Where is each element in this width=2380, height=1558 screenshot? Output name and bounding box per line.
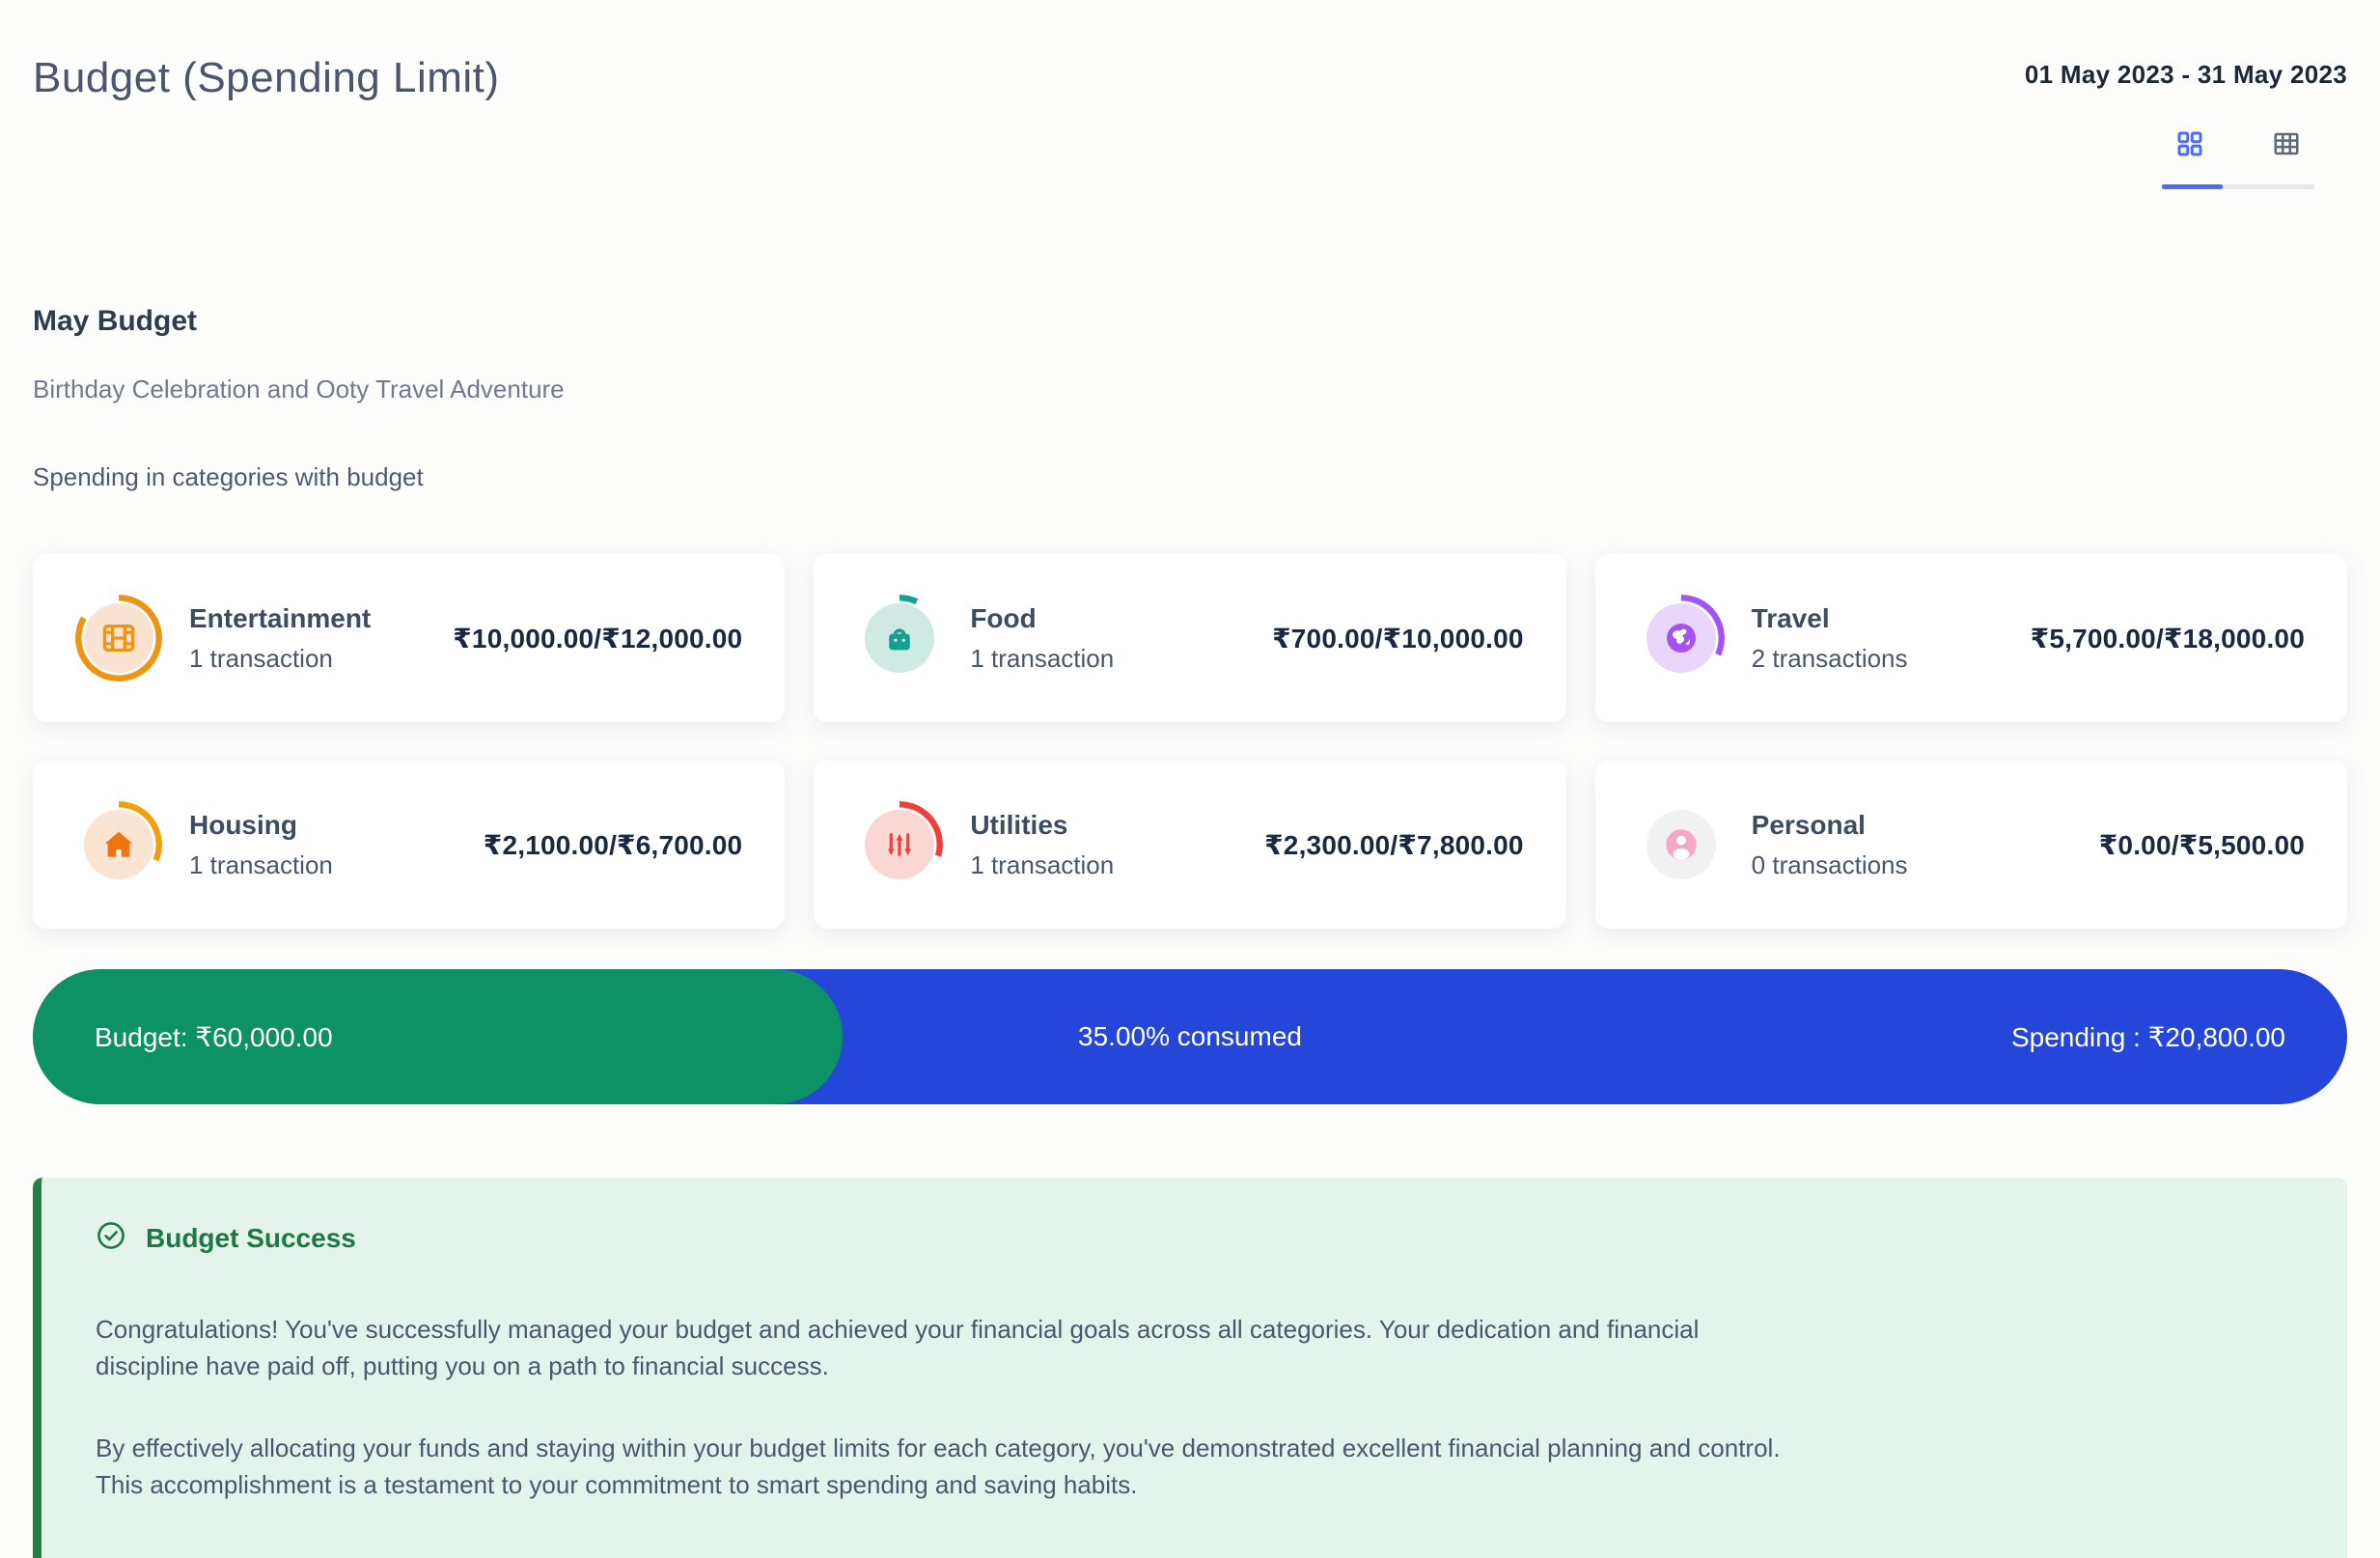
page-header: Budget (Spending Limit) 01 May 2023 - 31… (33, 0, 2347, 189)
card-text: Food 1 transaction (970, 603, 1114, 674)
category-card-travel[interactable]: Travel 2 transactions ₹5,700.00/₹18,000.… (1594, 554, 2347, 722)
success-header: Budget Success (96, 1220, 2289, 1256)
utilities-progress-ring (856, 801, 944, 888)
category-transactions: 2 transactions (1751, 643, 1908, 673)
category-name: Utilities (970, 809, 1068, 840)
category-card-food[interactable]: Food 1 transaction ₹700.00/₹10,000.00 (814, 554, 1566, 722)
grid-view-button[interactable] (2173, 128, 2206, 161)
spending-label: Spending : ₹20,800.00 (2010, 1021, 2285, 1052)
budget-success-box: Budget Success Congratulations! You've s… (33, 1178, 2347, 1558)
category-card-utilities[interactable]: Utilities 1 transaction ₹2,300.00/₹7,800… (814, 761, 1566, 929)
card-text: Travel 2 transactions (1752, 603, 1908, 674)
category-amount: ₹2,300.00/₹7,800.00 (1264, 829, 1524, 860)
food-progress-ring (856, 595, 944, 682)
category-card-entertainment[interactable]: Entertainment 1 transaction ₹10,000.00/₹… (33, 554, 786, 722)
consumed-percent-label: 35.00% consumed (1078, 1021, 1302, 1051)
success-paragraph-1: Congratulations! You've successfully man… (96, 1312, 2289, 1384)
paragraph-line: Well done, and keep up the fantastic wor… (96, 1550, 2289, 1558)
housing-progress-ring (75, 801, 162, 888)
grid-view-icon (2175, 129, 2204, 161)
paragraph-line: This accomplishment is a testament to yo… (96, 1470, 1138, 1500)
category-transactions: 1 transaction (970, 849, 1115, 879)
category-name: Personal (1751, 809, 1866, 840)
page-title: Budget (Spending Limit) (33, 54, 500, 101)
category-name: Food (970, 602, 1037, 633)
category-amount: ₹10,000.00/₹12,000.00 (453, 623, 743, 654)
paragraph-line: discipline have paid off, putting you on… (96, 1350, 829, 1380)
category-amount: ₹700.00/₹10,000.00 (1272, 623, 1524, 654)
active-view-indicator (2162, 184, 2223, 189)
view-toggle-buttons (2162, 128, 2314, 161)
travel-progress-ring (1637, 595, 1725, 682)
category-amount: ₹5,700.00/₹18,000.00 (2030, 623, 2305, 654)
card-text: Personal 0 transactions (1752, 810, 1908, 880)
category-name: Entertainment (189, 602, 372, 633)
success-paragraph-2: By effectively allocating your funds and… (96, 1431, 2289, 1503)
category-name: Travel (1751, 602, 1830, 633)
card-text: Entertainment 1 transaction (189, 603, 371, 674)
check-circle-icon (96, 1220, 126, 1256)
category-amount: ₹0.00/₹5,500.00 (2098, 829, 2305, 860)
category-card-housing[interactable]: Housing 1 transaction ₹2,100.00/₹6,700.0… (33, 761, 786, 929)
budget-total-segment: Budget: ₹60,000.00 (33, 969, 844, 1104)
category-card-personal[interactable]: Personal 0 transactions ₹0.00/₹5,500.00 (1594, 761, 2347, 929)
category-transactions: 0 transactions (1751, 849, 1908, 879)
success-body: Congratulations! You've successfully man… (96, 1312, 2289, 1558)
success-paragraph-3: Well done, and keep up the fantastic wor… (96, 1550, 2289, 1558)
paragraph-line: By effectively allocating your funds and… (96, 1433, 1781, 1463)
entertainment-progress-ring (75, 595, 162, 682)
header-right: 01 May 2023 - 31 May 2023 (2025, 54, 2347, 189)
date-range[interactable]: 01 May 2023 - 31 May 2023 (2024, 60, 2347, 89)
card-text: Housing 1 transaction (189, 810, 333, 880)
category-name: Housing (189, 809, 297, 840)
paragraph-line: Congratulations! You've successfully man… (96, 1315, 1700, 1344)
category-cards-grid: Entertainment 1 transaction ₹10,000.00/₹… (33, 554, 2347, 929)
category-transactions: 1 transaction (189, 849, 333, 879)
success-title: Budget Success (146, 1222, 356, 1253)
category-amount: ₹2,100.00/₹6,700.00 (483, 829, 743, 860)
personal-progress-ring (1637, 801, 1725, 888)
view-toggle-track (2162, 184, 2314, 189)
budget-total-label: Budget: ₹60,000.00 (95, 1021, 333, 1052)
card-text: Utilities 1 transaction (970, 810, 1114, 880)
categories-section-label: Spending in categories with budget (33, 462, 424, 491)
table-view-button[interactable] (2270, 128, 2303, 161)
spending-label-wrap: Spending : ₹20,800.00 (2011, 969, 2285, 1104)
budget-description: Birthday Celebration and Ooty Travel Adv… (33, 375, 565, 403)
category-transactions: 1 transaction (970, 643, 1115, 673)
table-view-icon (2272, 129, 2301, 161)
overall-budget-progress-bar: Budget: ₹60,000.00 35.00% consumed Spend… (33, 969, 2347, 1104)
category-transactions: 1 transaction (189, 643, 333, 673)
view-toggle (2162, 128, 2314, 189)
consumed-percent-label-wrap: 35.00% consumed (33, 969, 2347, 1104)
budget-name: May Budget (33, 305, 198, 337)
